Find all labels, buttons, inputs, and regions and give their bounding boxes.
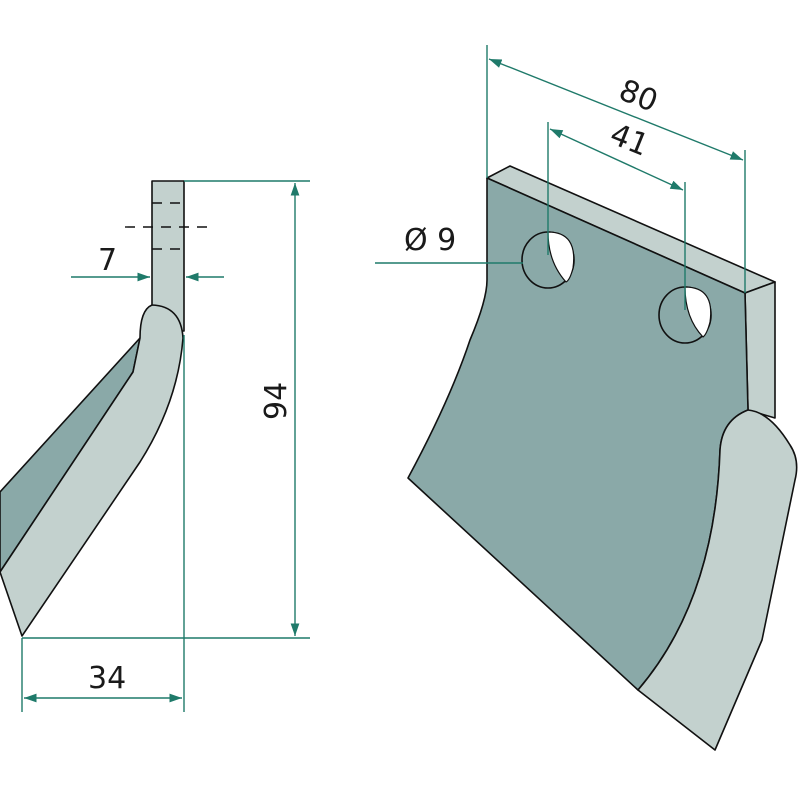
hole-spacing-label: 41 <box>605 117 654 164</box>
blade-body-light <box>0 304 184 637</box>
front-view <box>407 165 798 751</box>
side-dimensions <box>21 180 310 712</box>
cutting-edge <box>637 409 798 751</box>
right-edge <box>744 281 776 419</box>
mounting-hole-1 <box>521 231 575 289</box>
height-label: 94 <box>259 382 294 420</box>
hole-hidden-lines <box>125 202 214 250</box>
mounting-hole-2 <box>658 286 712 344</box>
side-view <box>0 180 214 637</box>
thickness-label: 7 <box>98 243 117 278</box>
front-dimensions <box>375 45 746 310</box>
hole-diameter-label: Ø 9 <box>404 223 456 258</box>
depth-label: 34 <box>88 661 126 696</box>
width-label: 80 <box>614 73 663 120</box>
